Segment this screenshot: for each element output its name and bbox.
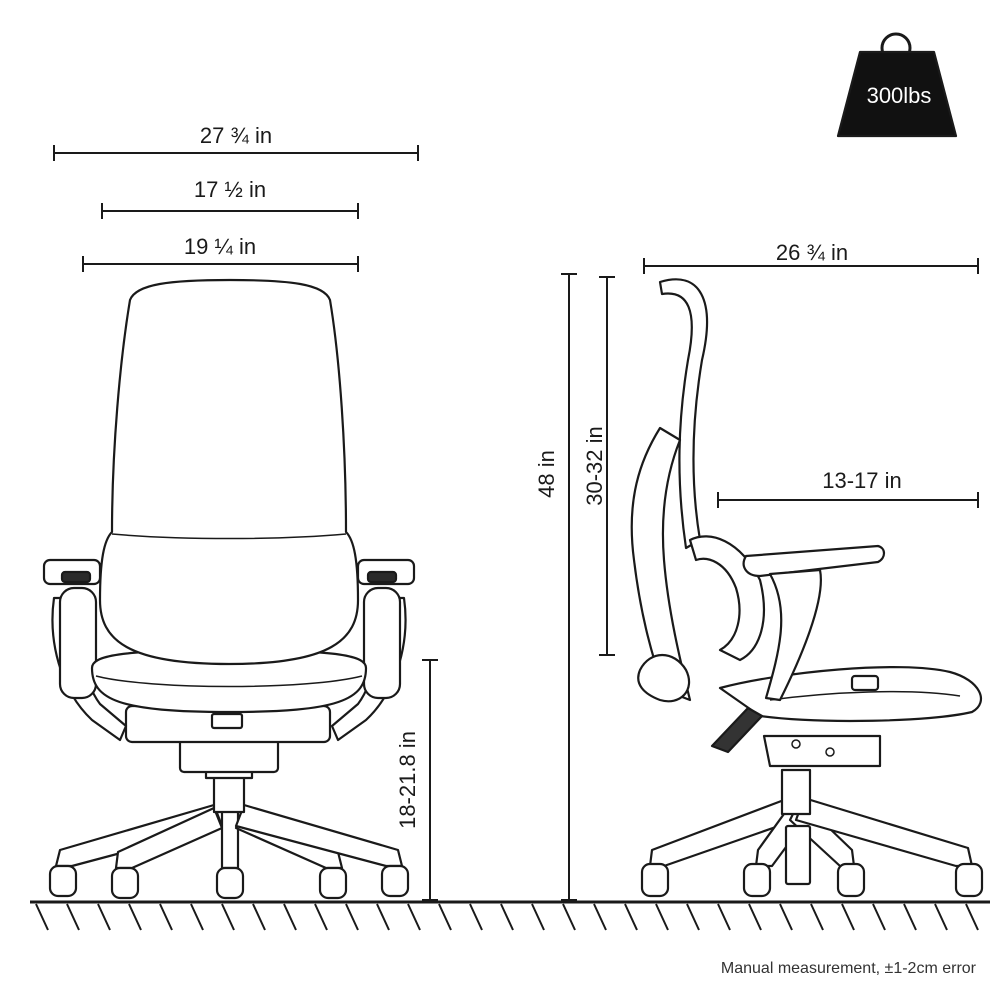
side-dim-overall-depth: 26 ¾ in <box>643 240 979 274</box>
overall-depth-label: 26 ¾ in <box>776 240 848 265</box>
seat-depth-label: 13-17 in <box>822 468 902 493</box>
ground-line <box>30 900 990 931</box>
caster-wheels <box>48 864 410 900</box>
chair-side-view <box>630 278 984 898</box>
side-dim-overall-height: 48 in <box>534 273 577 901</box>
measurement-footnote: Manual measurement, ±1-2cm error <box>720 960 976 977</box>
chair-front-view <box>42 278 416 900</box>
front-dim-backrest-width: 19 ¼ in <box>82 234 359 272</box>
overall-width-label: 27 ¾ in <box>200 123 272 148</box>
capacity-label: 300lbs <box>867 83 932 108</box>
caster-wheels-side <box>640 862 984 898</box>
backrest-height-label: 30-32 in <box>582 426 607 506</box>
overall-height-label: 48 in <box>534 450 559 498</box>
backrest-width-label: 19 ¼ in <box>184 234 256 259</box>
seat-width-label: 17 ½ in <box>194 177 266 202</box>
side-dim-backrest-height: 30-32 in <box>582 276 615 656</box>
seat-height-label: 18-21.8 in <box>395 731 420 829</box>
weight-capacity-icon: 300lbs <box>836 32 958 138</box>
front-dim-seat-height: 18-21.8 in <box>395 659 438 901</box>
front-dim-seat-width: 17 ½ in <box>101 177 359 219</box>
side-dim-seat-depth: 13-17 in <box>717 468 979 508</box>
front-dim-overall-width: 27 ¾ in <box>53 123 419 161</box>
